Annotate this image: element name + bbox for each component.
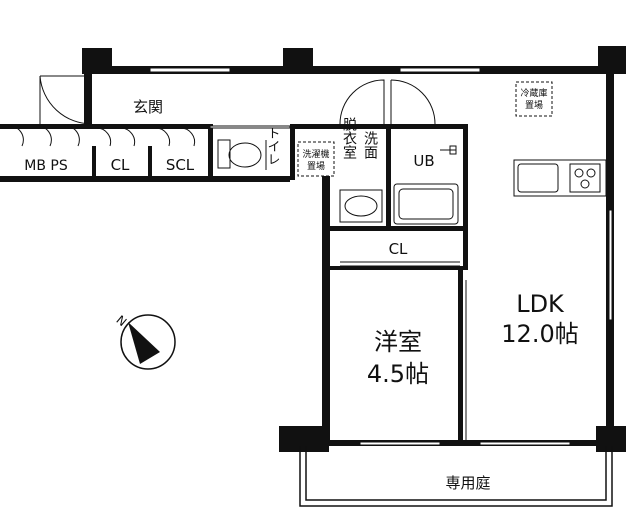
entrance-label: 玄関 <box>133 98 163 116</box>
washroom-label: 洗面 <box>362 131 378 159</box>
kitchen-sink <box>517 163 559 193</box>
stove <box>569 163 601 193</box>
doors <box>7 75 467 440</box>
windows <box>149 67 613 446</box>
toilet-bowl <box>228 142 262 168</box>
interior-walls <box>0 124 468 446</box>
cl-room-label: CL <box>389 240 408 258</box>
ldk-size: 12.0帖 <box>501 320 578 348</box>
columns <box>82 46 626 452</box>
toilet-label: トイレ <box>265 127 280 166</box>
cl-entry-label: CL <box>111 156 130 174</box>
fridge-spot <box>515 81 553 117</box>
toilet-tank <box>217 139 231 169</box>
washer-spot <box>297 141 335 177</box>
fridge-line-1: 冷蔵庫 <box>520 87 547 99</box>
fridge-line-2: 置場 <box>525 99 543 111</box>
patio-label: 専用庭 <box>445 474 490 492</box>
scl-label: SCL <box>166 156 195 174</box>
patio <box>299 446 613 507</box>
western-room-name: 洋室 <box>374 328 422 356</box>
washer-line-1: 洗濯機 <box>302 148 329 160</box>
western-room-size: 4.5帖 <box>367 360 429 388</box>
dressing-label: 脱衣室 <box>341 117 357 159</box>
mb-ps-label: MB PS <box>24 158 68 174</box>
ldk-name: LDK <box>516 290 565 318</box>
outer-walls <box>0 66 614 446</box>
north-arrow-icon <box>128 322 160 364</box>
washer-line-2: 置場 <box>307 160 325 172</box>
fixtures <box>217 139 607 225</box>
bath-label: UB <box>413 152 434 170</box>
compass <box>120 314 176 370</box>
